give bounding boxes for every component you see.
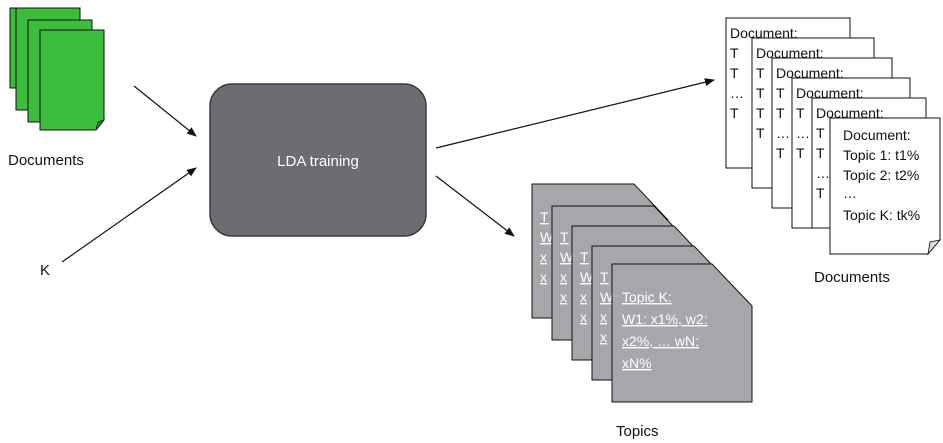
document-topic-line: Topic 2: t2% — [843, 167, 919, 183]
svg-text:T: T — [580, 249, 589, 265]
svg-text:…: … — [776, 125, 790, 141]
output-documents-label: Documents — [814, 269, 890, 286]
svg-text:T: T — [816, 145, 825, 161]
input-documents-label: Documents — [8, 152, 84, 169]
topic-card-title: Topic K: — [622, 289, 672, 305]
svg-text:…: … — [730, 85, 744, 101]
lda-training-label: LDA training — [277, 153, 359, 170]
svg-text:…: … — [796, 125, 810, 141]
lda-training-box — [209, 83, 427, 237]
svg-text:W: W — [540, 229, 554, 245]
svg-text:T: T — [560, 229, 569, 245]
input-documents-stack — [9, 7, 106, 131]
input-document-page — [39, 29, 106, 131]
svg-text:x: x — [600, 309, 607, 325]
svg-text:T: T — [776, 85, 785, 101]
svg-text:W: W — [580, 269, 594, 285]
topic-card-line: x2%, … wN: — [622, 333, 699, 349]
svg-text:T: T — [600, 269, 609, 285]
svg-text:T: T — [776, 145, 785, 161]
svg-text:x: x — [580, 289, 587, 305]
svg-text:W: W — [560, 249, 574, 265]
document-topic-line: Topic K: tk% — [843, 207, 920, 223]
svg-text:T: T — [756, 85, 765, 101]
svg-text:T: T — [756, 105, 765, 121]
svg-text:x: x — [580, 309, 587, 325]
k-label: K — [40, 262, 50, 279]
topic-card-line: xN% — [622, 355, 652, 371]
document-card-title: Document: — [843, 127, 911, 143]
output-document-front-page: Document: Topic 1: t1% Topic 2: t2% … To… — [829, 117, 942, 256]
svg-text:Document:: Document: — [776, 65, 844, 81]
svg-text:…: … — [816, 165, 830, 181]
svg-text:Document:: Document: — [756, 45, 824, 61]
svg-text:T: T — [730, 45, 739, 61]
svg-text:T: T — [730, 65, 739, 81]
svg-text:x: x — [540, 249, 547, 265]
svg-text:T: T — [796, 105, 805, 121]
topic-card-line: W1: x1%, w2: — [622, 311, 708, 327]
document-topic-line: … — [843, 185, 857, 201]
svg-text:W: W — [600, 289, 614, 305]
topics-label: Topics — [616, 423, 659, 440]
svg-text:T: T — [796, 145, 805, 161]
svg-text:T: T — [816, 185, 825, 201]
svg-text:Document:: Document: — [796, 85, 864, 101]
topic-front-card: Topic K: W1: x1%, w2: x2%, … wN: xN% — [611, 263, 753, 403]
arrow-documents-to-lda — [133, 85, 197, 137]
svg-text:T: T — [776, 105, 785, 121]
svg-text:T: T — [756, 125, 765, 141]
svg-text:Document:: Document: — [730, 25, 798, 41]
arrow-k-to-lda — [61, 167, 197, 263]
svg-text:T: T — [756, 65, 765, 81]
arrow-lda-to-topics — [435, 175, 515, 237]
arrow-lda-to-documents — [435, 78, 715, 149]
svg-text:x: x — [560, 269, 567, 285]
svg-text:T: T — [816, 125, 825, 141]
svg-text:T: T — [730, 105, 739, 121]
document-topic-line: Topic 1: t1% — [843, 147, 919, 163]
topics-stack: T W x x T W x x T W x x T W x x Topi — [531, 183, 753, 403]
svg-text:x: x — [540, 269, 547, 285]
svg-text:Document:: Document: — [816, 105, 884, 121]
svg-text:x: x — [600, 329, 607, 345]
output-documents-stack: Document: T T … T Document: T T T T Docu… — [725, 17, 942, 256]
svg-text:x: x — [560, 289, 567, 305]
svg-text:T: T — [540, 209, 549, 225]
